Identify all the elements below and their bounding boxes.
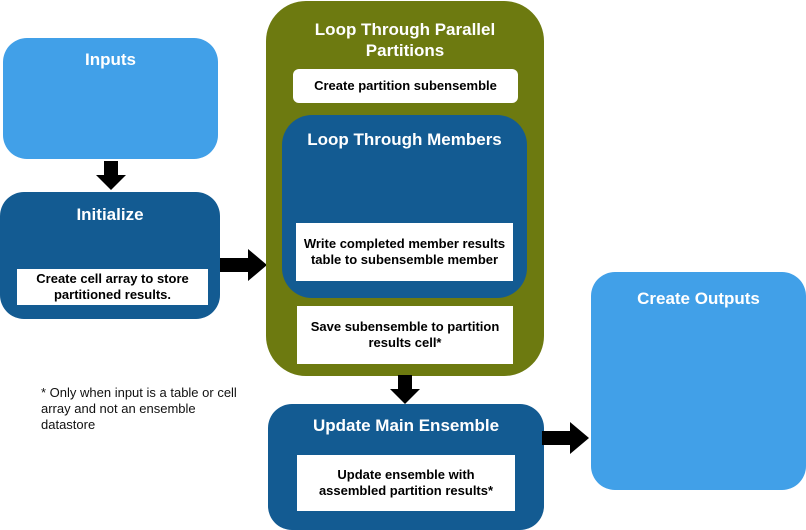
members-box: Loop Through Members Write completed mem… xyxy=(282,115,527,298)
initialize-step: Create cell array to store partitioned r… xyxy=(17,269,208,305)
update-box: Update Main Ensemble Update ensemble wit… xyxy=(268,404,544,530)
partitions-title: Loop Through Parallel Partitions xyxy=(314,20,496,60)
update-title: Update Main Ensemble xyxy=(312,416,500,435)
partitions-box: Loop Through Parallel Partitions Create … xyxy=(266,1,544,376)
inputs-box: Inputs xyxy=(3,38,218,159)
update-step: Update ensemble with assembled partition… xyxy=(297,455,515,511)
arrow-down-icon xyxy=(96,161,126,190)
footnote: * Only when input is a table or cell arr… xyxy=(41,385,237,432)
members-title: Loop Through Members xyxy=(307,130,502,149)
initialize-title: Initialize xyxy=(76,205,144,224)
outputs-box: Create Outputs xyxy=(591,272,806,490)
create-subensemble-step: Create partition subensemble xyxy=(293,69,518,103)
arrow-down-icon xyxy=(390,375,420,404)
write-member-step: Write completed member results table to … xyxy=(296,223,513,281)
arrow-right-icon xyxy=(542,422,589,454)
outputs-title: Create Outputs xyxy=(637,289,760,308)
initialize-box: Initialize Create cell array to store pa… xyxy=(0,192,220,319)
inputs-title: Inputs xyxy=(85,50,136,69)
save-subensemble-step: Save subensemble to partition results ce… xyxy=(297,306,513,364)
arrow-right-icon xyxy=(220,249,267,281)
